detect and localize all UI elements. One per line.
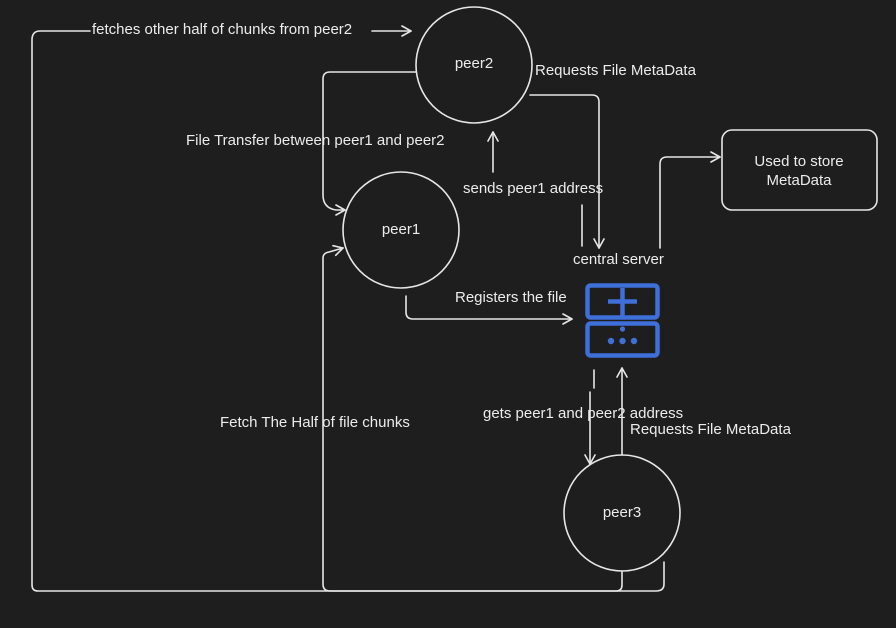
label-file-transfer: File Transfer between peer1 and peer2 — [186, 132, 445, 149]
label-fetch-half: Fetch The Half of file chunks — [220, 414, 410, 431]
server-icon-bottom — [585, 321, 660, 358]
peer3-label: peer3 — [602, 504, 642, 521]
label-sends-peer1-address: sends peer1 address — [463, 180, 604, 197]
label-fetch-other-half: fetches other half of chunks from peer2 — [92, 21, 353, 38]
peer2-node[interactable] — [415, 6, 533, 124]
edge-requests-metadata-peer2 — [529, 94, 605, 249]
label-registers-file: Registers the file — [455, 289, 567, 306]
metadata-store-box[interactable] — [721, 129, 878, 211]
edge-gets-addresses — [590, 369, 594, 464]
edge-file-transfer — [322, 71, 417, 216]
server-icon-top — [585, 283, 660, 320]
server-icon-dot-1 — [607, 337, 615, 345]
edge-fetch-half — [322, 244, 665, 592]
edge-registers-file — [405, 295, 573, 325]
server-icon-dot-3 — [630, 337, 638, 345]
peer1-label: peer1 — [381, 221, 421, 238]
server-icon-dot-2 — [619, 337, 626, 345]
label-gets-addresses: gets peer1 and peer2 address — [483, 405, 684, 422]
peer2-label: peer2 — [454, 55, 494, 72]
server-icon-dot-top — [619, 326, 626, 332]
edge-store-metadata — [659, 151, 721, 249]
server-icon[interactable] — [585, 283, 660, 358]
label-requests-metadata-peer3: Requests File MetaData — [630, 421, 791, 438]
metadata-store-label: Used to store MetaData — [724, 152, 874, 190]
central-server-label: central server — [573, 251, 664, 268]
edge-fetch-other-half — [31, 30, 623, 592]
metadata-store-text: Used to store MetaData — [754, 153, 844, 189]
server-icon-plus — [608, 288, 637, 316]
label-requests-metadata-peer2: Requests File MetaData — [535, 62, 696, 79]
peer1-node[interactable] — [342, 171, 460, 289]
